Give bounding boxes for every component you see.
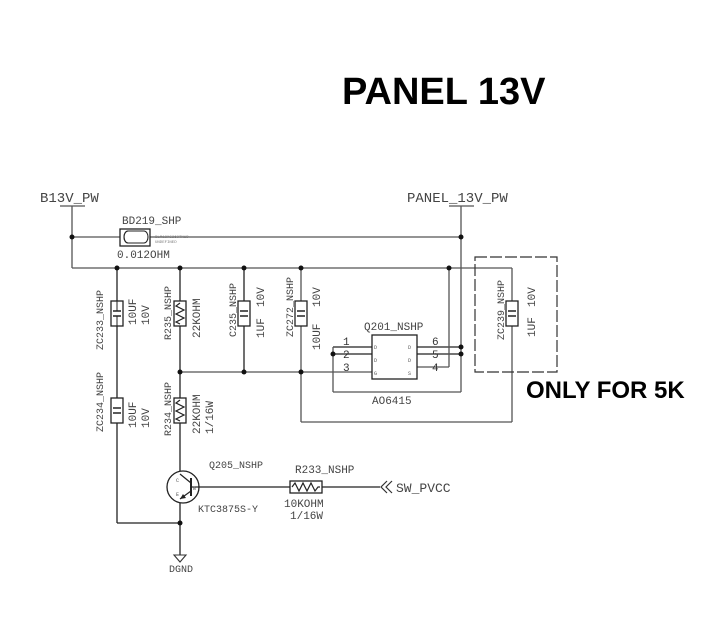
resistor-value: 10KOHM: [284, 499, 324, 511]
pin-func: G: [374, 371, 377, 377]
cap-ref: ZC272_NSHP: [286, 277, 297, 337]
ground-label: DGND: [169, 565, 193, 576]
bead-ref: BD219_SHP: [122, 216, 182, 228]
mosfet-q201[interactable]: Q201_NSHP AO6415 1 2 3 6 5 4 D D G D D S: [343, 322, 439, 408]
cap-voltage: 10V: [141, 305, 153, 325]
net-label-control: SW_PVCC: [396, 481, 451, 496]
resistor-ref: R235_NSHP: [164, 286, 175, 340]
page-title: PANEL 13V: [342, 71, 546, 113]
cap-value: 10UF: [128, 299, 140, 325]
resistor-value: 22KOHM: [192, 298, 204, 338]
pin-6: 6: [432, 337, 439, 349]
capacitor-zc272[interactable]: ZC272_NSHP 10V 10UF: [286, 277, 324, 350]
ground-symbol: DGND: [169, 554, 193, 576]
cap-ref: C235_NSHP: [229, 283, 240, 337]
pin-1: 1: [343, 337, 350, 349]
capacitor-zc234[interactable]: ZC234_NSHP 10UF 10V: [96, 372, 153, 432]
resistor-power: 1/16W: [205, 401, 217, 434]
transistor-q205[interactable]: C B E Q205_NSHP KTC3875S-Y: [166, 461, 263, 516]
bead-part: BLM18KG260TN1D: [155, 236, 189, 240]
pin-5: 5: [432, 350, 439, 362]
pin-func: D: [374, 358, 377, 364]
capacitor-zc239[interactable]: ZC239_NSHP 10V 1UF: [497, 280, 539, 340]
note-label: ONLY FOR 5K: [526, 377, 685, 404]
bead-bd219[interactable]: BD219_SHP 0.012OHM BLM18KG260TN1D UNDEFI…: [117, 216, 189, 262]
resistor-ref: R233_NSHP: [295, 465, 355, 477]
resistor-power: 1/16W: [290, 511, 323, 523]
sw-pvcc-port[interactable]: SW_PVCC: [380, 480, 451, 496]
bead-value: 0.012OHM: [117, 250, 170, 262]
cap-voltage: 10V: [141, 408, 153, 428]
resistor-r234[interactable]: R234_NSHP 22KOHM 1/16W: [164, 382, 217, 436]
cap-value: 1UF: [256, 318, 268, 338]
capacitor-zc233[interactable]: ZC233_NSHP 10UF 10V: [96, 290, 153, 350]
pin-func: D: [374, 345, 377, 351]
cap-value: 10UF: [312, 324, 324, 350]
pin-4: 4: [432, 363, 439, 375]
cap-ref: ZC239_NSHP: [497, 280, 508, 340]
transistor-part: KTC3875S-Y: [198, 505, 258, 516]
pin-func: S: [408, 371, 411, 377]
net-label-input: B13V_PW: [40, 191, 99, 207]
resistor-value: 22KOHM: [192, 394, 204, 434]
cap-value: 1UF: [527, 317, 539, 337]
pin-2: 2: [343, 350, 350, 362]
pin-3: 3: [343, 363, 350, 375]
net-label-output: PANEL_13V_PW: [407, 191, 508, 207]
pin-c: C: [176, 478, 179, 484]
optional-5k-box: [474, 256, 558, 373]
cap-ref: ZC233_NSHP: [96, 290, 107, 350]
resistor-ref: R234_NSHP: [164, 382, 175, 436]
bead-note: UNDEFINED: [155, 241, 177, 245]
transistor-ref: Q205_NSHP: [209, 461, 263, 472]
junctions: [69, 234, 464, 526]
mosfet-part: AO6415: [372, 396, 412, 408]
cap-voltage: 10V: [256, 287, 268, 307]
pin-func: D: [408, 358, 411, 364]
resistor-r235[interactable]: R235_NSHP 22KOHM: [164, 286, 204, 340]
cap-voltage: 10V: [527, 287, 539, 307]
mosfet-ref: Q201_NSHP: [364, 322, 424, 334]
pin-func: D: [408, 345, 411, 351]
resistor-r233[interactable]: R233_NSHP 10KOHM 1/16W: [284, 465, 355, 523]
pin-e: E: [176, 492, 179, 498]
pin-b: B: [193, 486, 196, 492]
cap-value: 10UF: [128, 402, 140, 428]
cap-ref: ZC234_NSHP: [96, 372, 107, 432]
capacitor-c235[interactable]: C235_NSHP 10V 1UF: [229, 283, 268, 338]
cap-voltage: 10V: [312, 287, 324, 307]
